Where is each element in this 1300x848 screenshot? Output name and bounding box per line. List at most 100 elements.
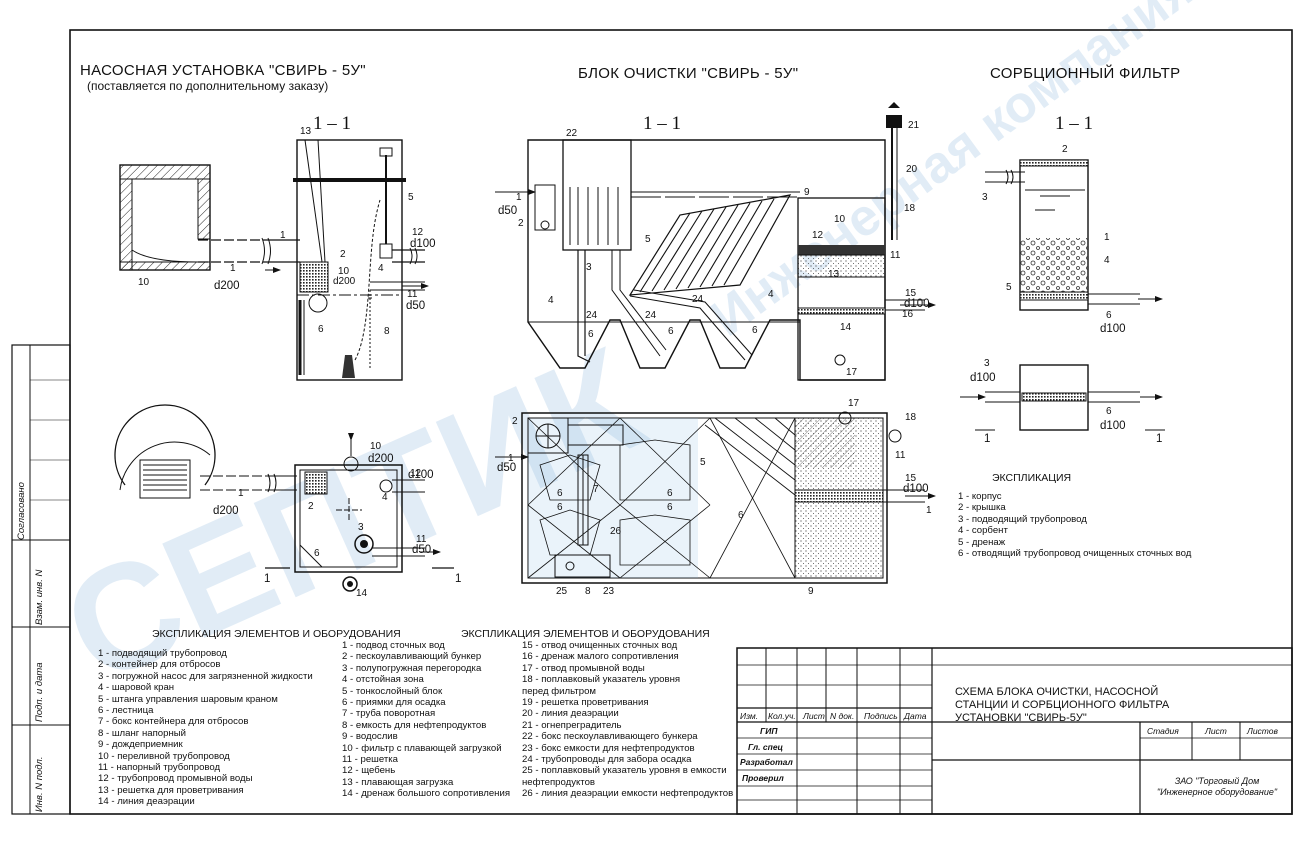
tb-gip: ГИП bbox=[760, 726, 778, 736]
callout-label: d100 bbox=[1100, 420, 1126, 432]
tb-podpis: Подпись bbox=[864, 711, 898, 721]
callout-label: d50 bbox=[498, 205, 517, 217]
callout-label: 15 bbox=[905, 473, 917, 484]
legend-item: перед фильтром bbox=[522, 685, 597, 697]
tb-drawing-title: СХЕМА БЛОКА ОЧИСТКИ, НАСОСНОЙ СТАНЦИИ И … bbox=[955, 686, 1170, 724]
section-mark-filter: 1 – 1 bbox=[1055, 113, 1093, 134]
legend-item: 12 - трубопровод промывной воды bbox=[98, 773, 253, 785]
legend-item: 11 - решетка bbox=[342, 753, 399, 765]
callout-label: 14 bbox=[840, 322, 852, 333]
legend-item: 1 - подводящий трубопровод bbox=[98, 648, 227, 659]
callout-label: 6 bbox=[752, 325, 758, 336]
callout-label: 2 bbox=[518, 218, 524, 229]
callout-label: 16 bbox=[902, 309, 914, 320]
legend-item: 11 - напорный трубопровод bbox=[98, 761, 221, 773]
callout-label: 20 bbox=[906, 164, 918, 175]
legend-item: 6 - приямки для осадка bbox=[342, 696, 446, 708]
tb-data: Дата bbox=[904, 711, 927, 721]
callout-label: d50 bbox=[497, 462, 516, 474]
callout-label: 11 bbox=[416, 534, 427, 545]
legend-item: 25 - поплавковый указатель уровня в емко… bbox=[522, 765, 727, 777]
callout-label: 13 bbox=[300, 126, 312, 137]
callout-label: 2 bbox=[340, 249, 346, 260]
legend-item: 4 - отстойная зона bbox=[342, 674, 424, 686]
legend-item: 5 - дренаж bbox=[958, 536, 1006, 548]
callout-label: 3 bbox=[984, 358, 990, 369]
callout-label: d200 bbox=[368, 453, 394, 465]
callout-label: d50 bbox=[406, 300, 425, 312]
callout-label: 6 bbox=[588, 329, 594, 340]
callout-label: 4 bbox=[768, 289, 774, 300]
callout-label: 21 bbox=[908, 120, 920, 131]
callout-label: 17 bbox=[846, 367, 858, 378]
legend-item: 21 - огнепреградитель bbox=[522, 719, 622, 731]
legend-pump-header: ЭКСПЛИКАЦИЯ ЭЛЕМЕНТОВ И ОБОРУДОВАНИЯ bbox=[152, 628, 401, 640]
callout-label: d100 bbox=[1100, 323, 1126, 335]
legend-item: 6 - лестница bbox=[98, 704, 154, 716]
legend-item: 18 - поплавковый указатель уровня bbox=[522, 674, 681, 686]
stamp-podp-data: Подп. и дата bbox=[34, 662, 45, 722]
callout-label: 6 bbox=[557, 502, 563, 513]
callout-label: 9 bbox=[808, 586, 814, 597]
callout-label: 12 bbox=[812, 230, 824, 241]
callout-label: 5 bbox=[645, 234, 651, 245]
callout-label: 10 bbox=[338, 266, 350, 277]
callout-label: 3 bbox=[358, 522, 364, 533]
callout-label: 1 bbox=[1156, 433, 1162, 445]
callout-label: 5 bbox=[700, 457, 706, 468]
pump-subtitle: (поставляется по дополнительному заказу) bbox=[87, 79, 329, 93]
callout-label: 1 bbox=[508, 453, 514, 464]
callout-label: 1 bbox=[1104, 232, 1110, 243]
legend-item: 3 - подводящий трубопровод bbox=[958, 513, 1087, 525]
callout-label: 1 bbox=[238, 488, 244, 499]
callout-label: d100 bbox=[903, 483, 929, 495]
callout-label: 18 bbox=[905, 412, 917, 423]
legend-item: 13 - плавающая загрузка bbox=[342, 776, 454, 788]
legend-item: 15 - отвод очищенных сточных вод bbox=[522, 640, 678, 651]
tb-list: Лист bbox=[803, 711, 825, 721]
legend-item: 26 - линия деаэрации емкости нефтепродук… bbox=[522, 788, 734, 800]
callout-label: 11 bbox=[895, 450, 906, 461]
callout-label: 8 bbox=[384, 326, 390, 337]
legend-item: 9 - дождеприемник bbox=[98, 739, 183, 751]
callout-label: 24 bbox=[586, 310, 598, 321]
callout-label: d100 bbox=[410, 238, 436, 250]
callout-label: 6 bbox=[667, 502, 673, 513]
legend-item: 10 - фильтр с плавающей загрузкой bbox=[342, 742, 502, 754]
callout-label: 25 bbox=[556, 586, 568, 597]
legend-item: 24 - трубопроводы для забора осадка bbox=[522, 753, 692, 765]
callout-label: 1 bbox=[264, 573, 270, 585]
section-mark-block: 1 – 1 bbox=[643, 113, 681, 134]
legend-item: 1 - корпус bbox=[958, 491, 1002, 502]
callout-label: 1 bbox=[516, 192, 522, 203]
legend-item: 3 - погружной насос для загрязненной жид… bbox=[98, 670, 313, 682]
callout-label: 2 bbox=[308, 501, 314, 512]
legend-item: 8 - шланг напорный bbox=[98, 727, 187, 739]
legend-item: 2 - крышка bbox=[958, 502, 1006, 514]
callout-label: 6 bbox=[667, 488, 673, 499]
tb-izm: Изм. bbox=[740, 711, 759, 721]
legend-item: 4 - сорбент bbox=[958, 525, 1008, 537]
callout-label: 2 bbox=[1062, 144, 1068, 155]
legend-item: нефтепродуктов bbox=[522, 776, 596, 788]
callout-label: 24 bbox=[645, 310, 657, 321]
legend-item: 12 - щебень bbox=[342, 765, 396, 777]
legend-item: 1 - подвод сточных вод bbox=[342, 640, 445, 651]
legend-filter-header: ЭКСПЛИКАЦИЯ bbox=[992, 472, 1072, 484]
tb-ndok: N док. bbox=[830, 711, 855, 721]
tb-company: ЗАО "Торговый Дом "Инженерное оборудован… bbox=[1156, 776, 1278, 797]
callout-label: 1 bbox=[455, 573, 461, 585]
legend-item: 5 - тонкослойный блок bbox=[342, 685, 443, 697]
callout-label: d50 bbox=[412, 544, 431, 556]
filter-title: СОРБЦИОННЫЙ ФИЛЬТР bbox=[990, 65, 1181, 82]
stamp-soglasovano: Согласовано bbox=[16, 482, 27, 540]
callout-label: 6 bbox=[738, 510, 744, 521]
tb-razrabotal: Разработал bbox=[740, 757, 793, 767]
legend-item: 7 - труба поворотная bbox=[342, 708, 436, 720]
legend-item: 7 - бокс контейнера для отбросов bbox=[98, 716, 249, 728]
legend-item: 10 - переливной трубопровод bbox=[98, 750, 230, 762]
